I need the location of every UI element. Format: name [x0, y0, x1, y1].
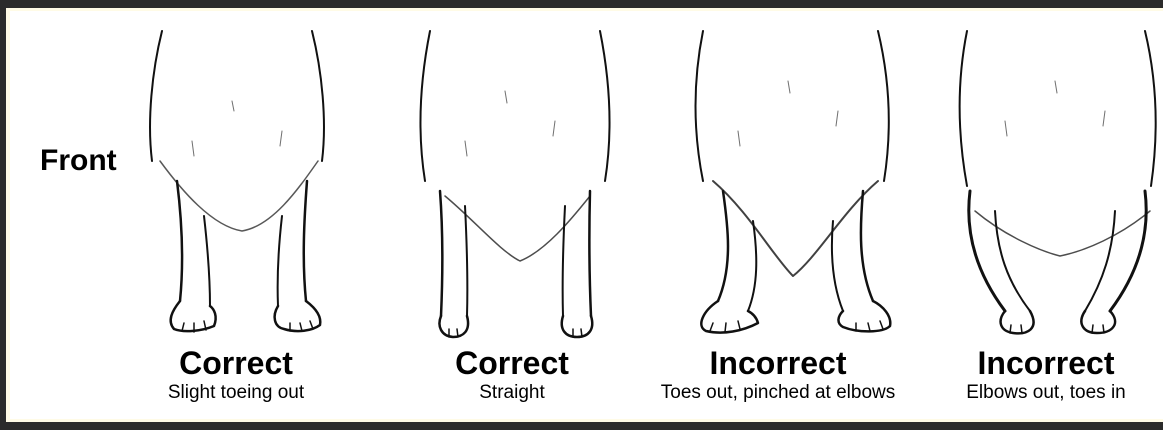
caption-subtitle: Toes out, pinched at elbows [628, 381, 928, 405]
image-frame: Front [6, 8, 1163, 422]
caption-title: Correct [86, 345, 386, 381]
leg-sketch-toes-out-pinched-elbows [678, 11, 918, 341]
caption-title: Correct [362, 345, 662, 381]
caption-panel-1: Correct Slight toeing out [86, 345, 386, 405]
caption-subtitle: Slight toeing out [86, 381, 386, 405]
caption-title: Incorrect [628, 345, 928, 381]
row-label-front: Front [40, 144, 117, 178]
leg-sketch-straight [405, 11, 645, 341]
caption-title: Incorrect [896, 345, 1163, 381]
caption-subtitle: Elbows out, toes in [896, 381, 1163, 405]
caption-panel-3: Incorrect Toes out, pinched at elbows [628, 345, 928, 405]
diagram-panel: Front [10, 11, 1163, 419]
caption-panel-2: Correct Straight [362, 345, 662, 405]
caption-subtitle: Straight [362, 381, 662, 405]
leg-sketch-slight-toeing-out [122, 11, 362, 341]
leg-sketch-elbows-out-toes-in [945, 11, 1163, 341]
caption-panel-4: Incorrect Elbows out, toes in [896, 345, 1163, 405]
